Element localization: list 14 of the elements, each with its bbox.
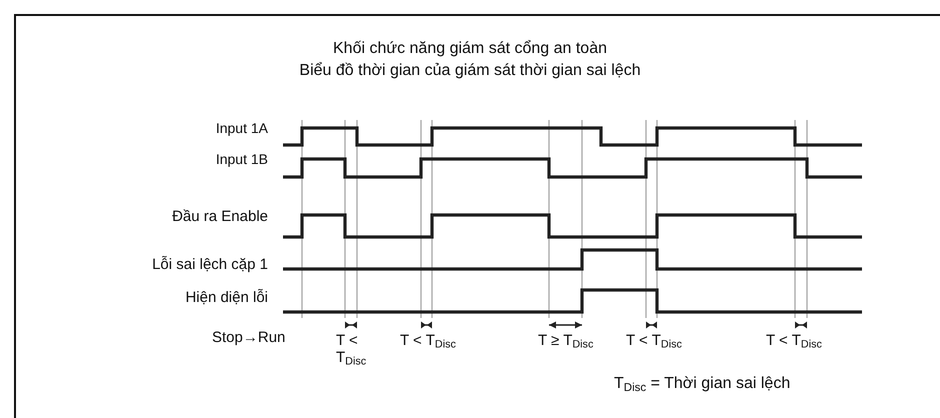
definition-note: T$_{Disc}$ = Thời gian sai lệch	[614, 375, 790, 396]
time-annotation: T < T$_{Disc}$	[626, 332, 682, 352]
diagram-subtitle: Biểu đồ thời gian của giám sát thời gian sai lệch	[298, 62, 642, 80]
time-annotation: T < T$_{Disc}$	[400, 332, 456, 352]
signal-name: Đầu ra Enable	[171, 208, 268, 226]
signal-name: Input 1B	[214, 151, 268, 168]
signal-name: Lỗi sai lệch cặp 1	[151, 256, 268, 274]
time-annotation: T < T$_{Disc}$	[766, 332, 822, 352]
time-annotation: T < T$_{Disc}$	[336, 332, 368, 368]
time-annotation: Stop→Run	[212, 329, 286, 346]
signal-name: Input 1A	[214, 120, 268, 136]
signal-name: Hiện diện lỗi	[184, 289, 268, 306]
diagram-title: Khối chức năng giám sát cổng an toàn	[332, 40, 608, 58]
time-annotation: T ≥ T$_{Disc}$	[538, 332, 594, 352]
